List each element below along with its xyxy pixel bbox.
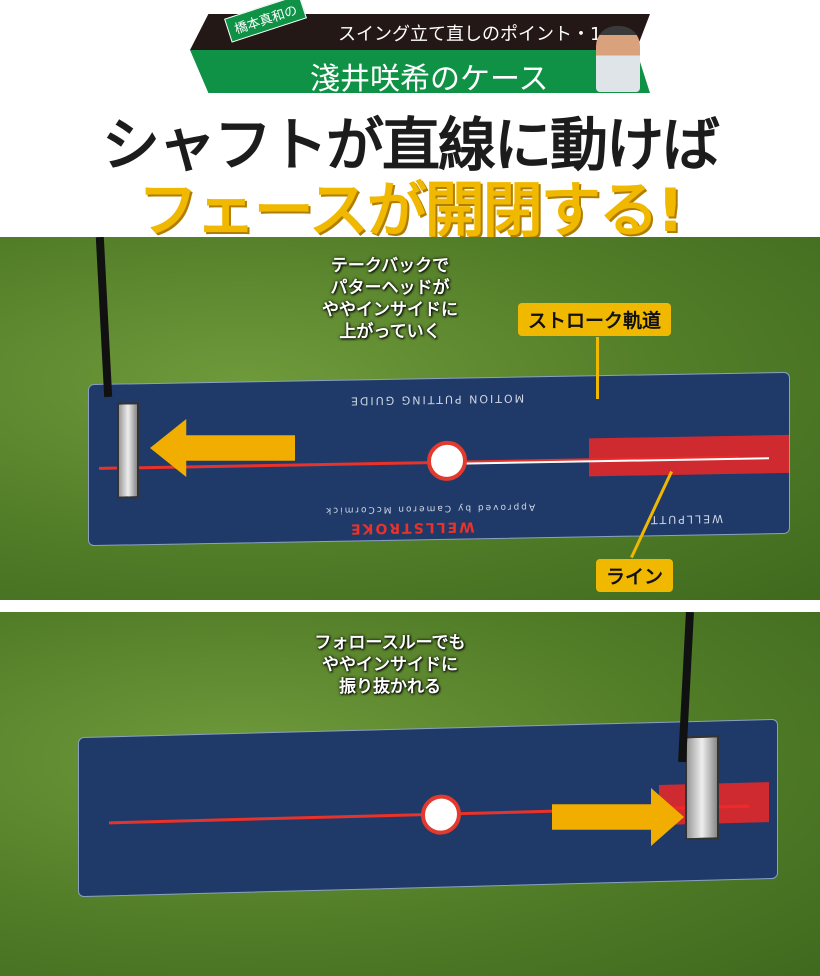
label-line: ライン [596, 559, 674, 592]
photo-backswing: MOTION PUTTING GUIDE Approved by Cameron… [0, 237, 820, 600]
headline-2: フェースが開閉する! [137, 176, 684, 246]
caption-line: パターヘッドが [330, 278, 450, 298]
series-title: スイング立て直しのポイント・1 [338, 24, 602, 45]
caption-backswing: テークバックで パターヘッドが ややインサイドに 上がっていく [300, 255, 480, 343]
putter-head [117, 402, 139, 499]
caption-line: テークバックで [330, 256, 450, 276]
label-stroke-path: ストローク軌道 [518, 303, 672, 336]
putter-head [685, 735, 719, 841]
case-banner [190, 50, 650, 93]
mat-title: MOTION PUTTING GUIDE [349, 391, 525, 408]
ball-marker [427, 440, 467, 482]
caption-line: 上がっていく [339, 322, 441, 342]
mat-approved: Approved by Cameron McCormick [324, 501, 536, 516]
ball-marker [421, 794, 461, 836]
caption-line: ややインサイドに [322, 655, 458, 675]
headline-1: シャフトが直線に動けば [101, 111, 720, 179]
pointer-line [596, 337, 599, 399]
putter-shaft [95, 237, 113, 398]
line-highlight [589, 434, 789, 477]
caption-line: 振り抜かれる [339, 677, 441, 697]
caption-followthrough: フォロースルーでも ややインサイドに 振り抜かれる [290, 632, 490, 698]
mat-logo: WELLPUTT [649, 512, 724, 527]
mat-brand: WELLSTROKE [349, 518, 475, 537]
case-title: 淺井咲希のケース [310, 62, 549, 97]
caption-line: ややインサイドに [322, 300, 458, 320]
photo-followthrough: フォロースルーでも ややインサイドに 振り抜かれる [0, 612, 820, 976]
author-photo [596, 26, 640, 92]
caption-line: フォロースルーでも [314, 633, 466, 653]
